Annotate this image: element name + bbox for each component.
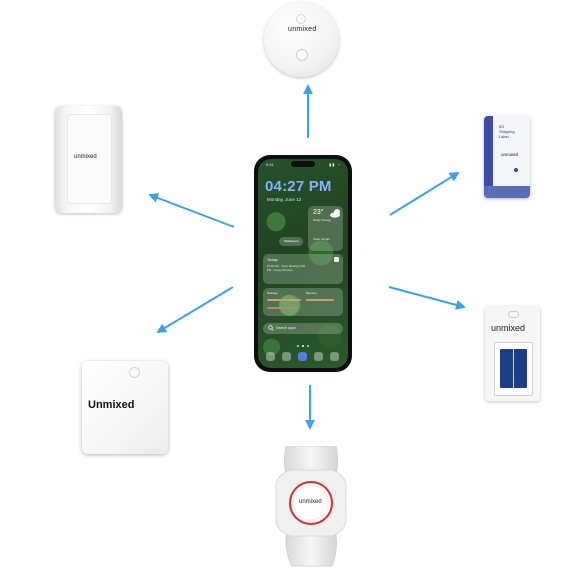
phone-app-icon (266, 352, 275, 361)
tag-button (296, 49, 308, 61)
memory-bar (306, 299, 334, 301)
solar-tag-package: unmixed (485, 306, 540, 401)
weather-condition: Partly Cloudy (313, 218, 331, 222)
phone-notch (291, 161, 315, 167)
arrow-to-card (156, 286, 234, 334)
arrow-to-wall-sensor (148, 193, 235, 228)
status-icons: ▮▮ ◔ (329, 162, 341, 167)
cloud-sun-icon (330, 209, 340, 218)
tag-lanyard-hole (296, 14, 306, 24)
hang-hole (508, 311, 519, 318)
camera-app-icon (330, 352, 339, 361)
label-indicator (514, 168, 518, 172)
shipping-line-2: Shipping (499, 129, 515, 134)
page-dot-active (302, 345, 304, 347)
agenda-lines: 10:00 AM · Team Meeting 2:30 PM · Design… (267, 264, 306, 272)
page-dot (297, 345, 299, 347)
shipping-line-3: Label (499, 134, 509, 139)
wristband-device (275, 446, 347, 567)
search-bar (263, 323, 343, 334)
agenda-widget (263, 254, 343, 284)
sensor-face (67, 114, 112, 204)
memory-stat-label: Memory (306, 291, 317, 295)
card-lanyard-hole (129, 367, 140, 378)
card-brand: Unmixed (88, 399, 135, 411)
page-dot (307, 345, 309, 347)
stats-widget (263, 288, 343, 316)
wall-sensor-device: unmixed (55, 106, 122, 213)
messages-app-icon (282, 352, 291, 361)
lockscreen-clock: 04:27 PM (265, 178, 332, 195)
weather-extra: Clear tonight (313, 237, 331, 241)
calendar-icon (334, 257, 339, 262)
storage-bar-secondary (267, 307, 297, 309)
status-time: 9:41 (266, 162, 274, 167)
wallpaper-pill (279, 237, 303, 246)
phone-screen: 9:41 ▮▮ ◔ 04:27 PM Monday, June 12 23° P… (258, 159, 348, 368)
arrow-to-solar-tag (388, 286, 466, 310)
round-tag-brand: unmixed (288, 26, 317, 33)
solar-panel-icon (500, 349, 527, 388)
card-tracker: Unmixed (82, 361, 168, 454)
shipping-label-device: 5G Shipping Label unmixed (484, 116, 530, 198)
shipping-line-1: 5G (499, 124, 505, 129)
search-placeholder: Search apps (276, 326, 296, 330)
label-side-stripe (484, 116, 493, 198)
apps-grid-icon (298, 352, 307, 361)
agenda-title: Today (267, 257, 278, 262)
shipping-label-brand: unmixed (501, 152, 519, 157)
arrow-to-shipping-label (389, 171, 460, 216)
wallpaper-pill-label: Wallpapers (284, 239, 299, 243)
lockscreen-date: Monday, June 12 (267, 197, 302, 202)
label-bottom-stripe (484, 186, 530, 198)
wristband-brand: unmixed (299, 499, 322, 505)
wall-sensor-brand: unmixed (74, 154, 97, 160)
weather-temperature: 23° (313, 209, 324, 216)
search-icon (268, 325, 274, 331)
smartphone-hub: 9:41 ▮▮ ◔ 04:27 PM Monday, June 12 23° P… (254, 155, 352, 372)
storage-bar (267, 299, 301, 301)
settings-app-icon (314, 352, 323, 361)
storage-stat-label: Storage (267, 291, 278, 295)
round-tracker-tag: unmixed (264, 2, 339, 77)
blister-window (494, 342, 533, 396)
solar-tag-brand: unmixed (491, 323, 526, 333)
